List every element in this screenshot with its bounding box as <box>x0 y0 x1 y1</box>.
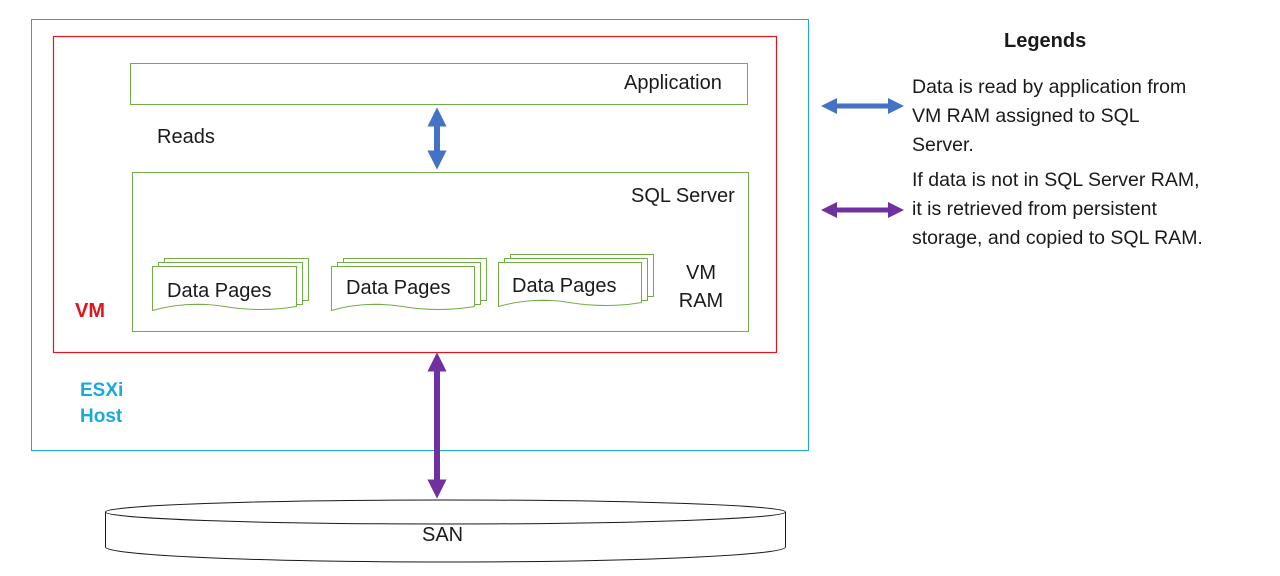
legend-title: Legends <box>1004 30 1087 52</box>
legend-item-storage: If data is not in SQL Server RAM, it is … <box>912 166 1252 253</box>
data-pages-label-1: Data Pages <box>167 280 272 302</box>
vm-ram-label: VM RAM <box>672 259 730 315</box>
vm-ram-label-line2: RAM <box>678 290 724 312</box>
data-pages-label-2: Data Pages <box>346 277 451 299</box>
san-label: SAN <box>422 524 464 546</box>
legend-item-read: Data is read by application from VM RAM … <box>912 73 1252 160</box>
data-pages-stack-2 <box>331 258 487 312</box>
application-label: Application <box>624 72 722 94</box>
legend-item-read-line1: Data is read by application from <box>912 76 1187 98</box>
data-pages-stack-3 <box>498 254 654 308</box>
legend-item-read-line3: Server. <box>912 134 974 156</box>
data-pages-label-3: Data Pages <box>512 275 617 297</box>
legend-item-storage-line2: it is retrieved from persistent <box>912 198 1157 220</box>
application-box <box>130 63 748 105</box>
esxi-host-label-line1: ESXi <box>80 380 124 401</box>
legend-item-storage-line3: storage, and copied to SQL RAM. <box>912 227 1203 249</box>
sql-server-box <box>132 172 749 332</box>
reads-label: Reads <box>157 126 215 148</box>
sql-server-label: SQL Server <box>631 185 735 207</box>
esxi-host-box <box>31 19 809 451</box>
vm-ram-label-line1: VM <box>686 262 716 284</box>
data-pages-stack-1 <box>152 258 309 312</box>
vm-label: VM <box>75 300 105 322</box>
legend-item-read-line2: VM RAM assigned to SQL <box>912 105 1140 127</box>
vm-box <box>52 35 778 354</box>
legend-item-storage-line1: If data is not in SQL Server RAM, <box>912 169 1200 191</box>
esxi-host-label: ESXi Host <box>80 378 123 430</box>
esxi-host-label-line2: Host <box>80 406 123 427</box>
san-disk <box>105 499 786 563</box>
